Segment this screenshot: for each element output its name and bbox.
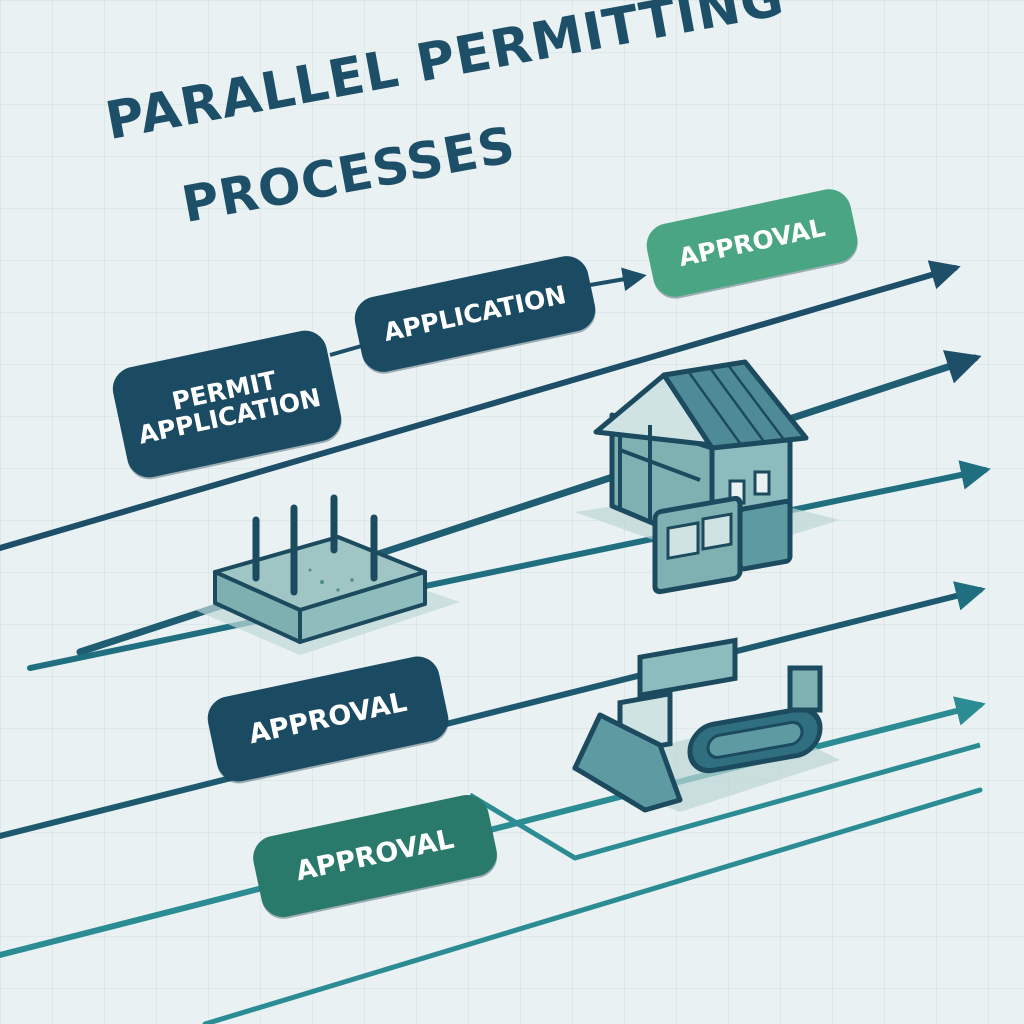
approval-bottom-label: APPROVAL [293,823,457,888]
application-label: APPLICATION [381,279,569,347]
approval-top-label: APPROVAL [676,212,828,273]
lane-4-line [0,581,986,839]
connector-permit-to-application [329,343,366,357]
connector-application-to-approval [589,267,647,292]
lane-1-line [0,260,961,551]
lane-6-line [202,787,983,1024]
bulldozer-icon [570,495,840,813]
approval-middle-label: APPROVAL [246,686,410,751]
branch-connector [468,742,981,861]
lane-3-line [27,460,991,671]
foundation-icon [195,494,460,655]
